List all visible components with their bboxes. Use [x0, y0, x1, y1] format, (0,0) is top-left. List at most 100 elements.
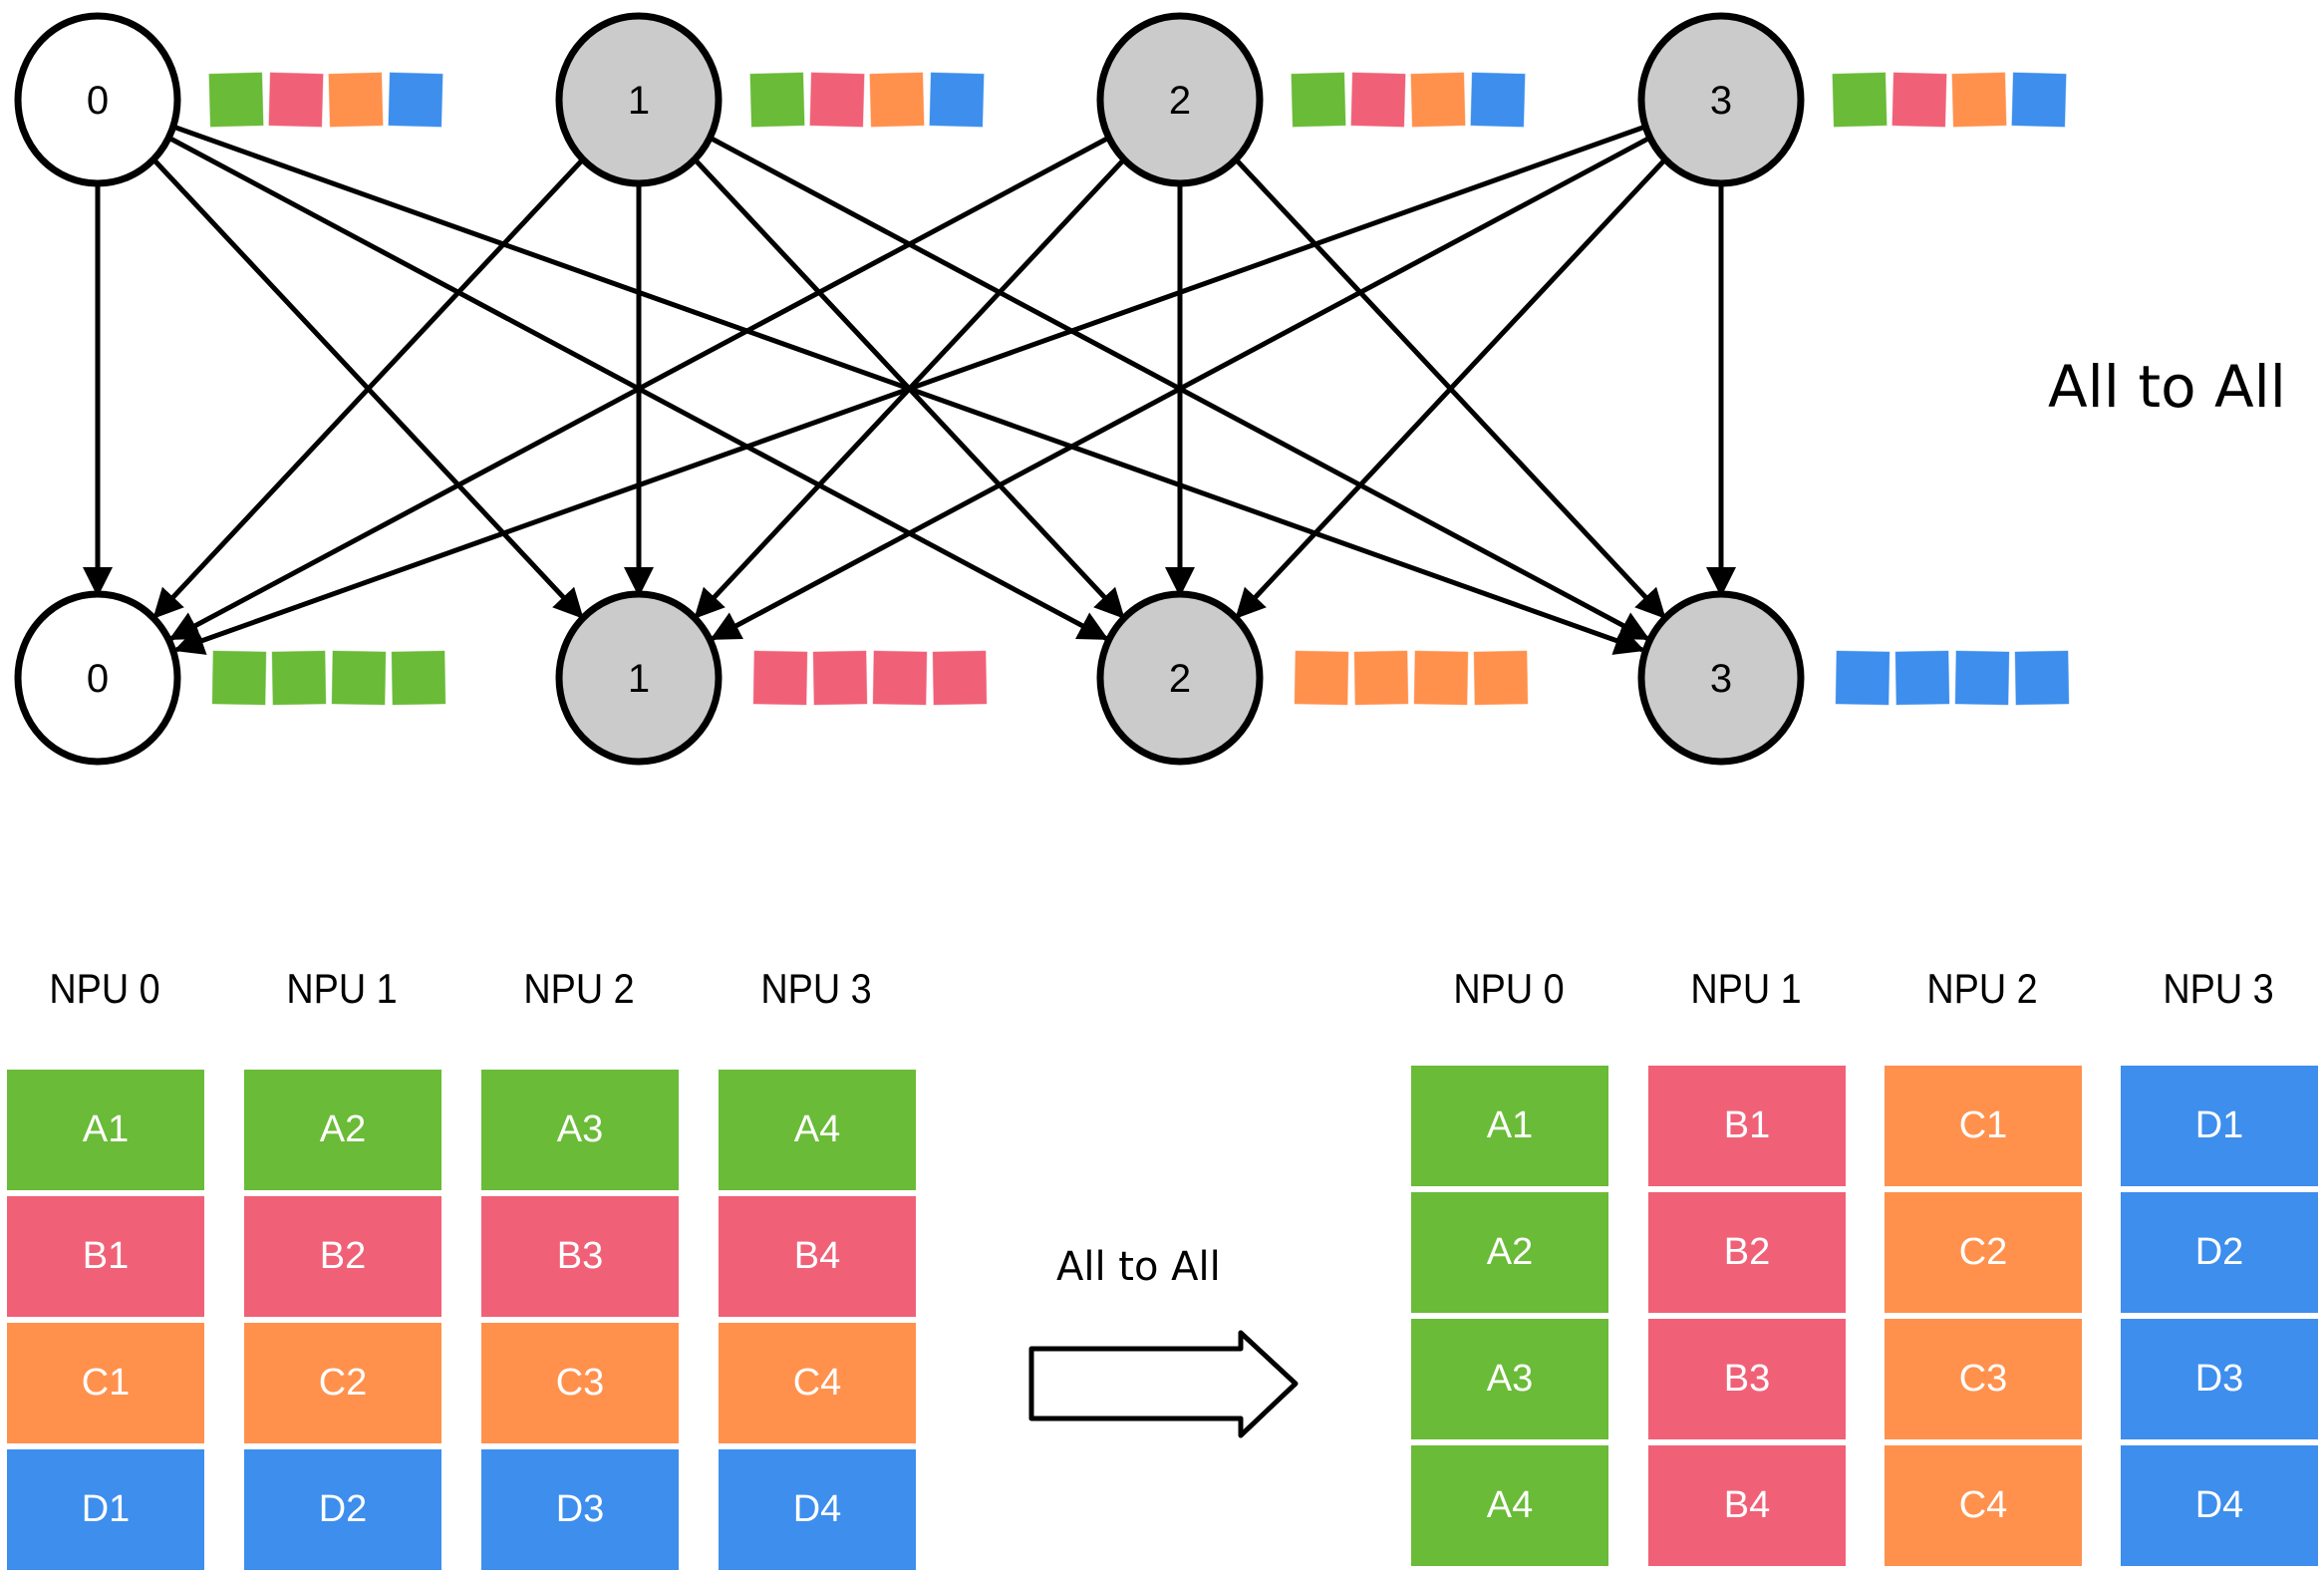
node-circle: [14, 590, 181, 766]
after-npu-label-0: NPU 0: [1453, 965, 1565, 1012]
data-block-A4: A4: [719, 1070, 916, 1190]
data-block-B2: B2: [244, 1196, 441, 1317]
chunk-B: [267, 71, 325, 129]
top-node-1: 1: [555, 12, 723, 187]
data-block-C4: C4: [1885, 1445, 2082, 1566]
node-label: 0: [87, 79, 109, 123]
chunk-D: [387, 71, 444, 129]
top-node-2: 2: [1096, 12, 1264, 187]
top-node-0: 0: [14, 12, 181, 187]
node-label: 2: [1169, 657, 1191, 701]
data-block-D2: D2: [2121, 1192, 2318, 1313]
data-block-B3: B3: [1648, 1319, 1846, 1439]
node-label: 1: [628, 79, 650, 123]
bottom-node-3-chunks: [1835, 650, 2070, 706]
data-block-C2: C2: [244, 1323, 441, 1443]
data-block-C1: C1: [7, 1323, 204, 1443]
bottom-node-3: 3: [1637, 590, 1805, 766]
data-block-A2: A2: [244, 1070, 441, 1190]
chunk-C: [1294, 650, 1349, 706]
chunk-C: [1473, 650, 1529, 706]
node-circle: [555, 12, 723, 187]
after-npu-label-2: NPU 2: [1926, 965, 2038, 1012]
chunk-B: [752, 650, 808, 706]
data-block-C1: C1: [1885, 1066, 2082, 1186]
data-block-C4: C4: [719, 1323, 916, 1443]
data-block-D3: D3: [2121, 1319, 2318, 1439]
node-label: 3: [1710, 79, 1732, 123]
chunk-A: [748, 71, 806, 129]
data-block-C3: C3: [481, 1323, 679, 1443]
chunk-A: [391, 650, 446, 706]
node-circle: [555, 590, 723, 766]
chunk-A: [1831, 71, 1888, 129]
chunk-C: [1413, 650, 1469, 706]
data-block-D4: D4: [2121, 1445, 2318, 1566]
chunk-A: [271, 650, 327, 706]
data-block-B1: B1: [7, 1196, 204, 1317]
top-node-2-chunks: [1290, 71, 1527, 129]
data-block-D1: D1: [2121, 1066, 2318, 1186]
chunk-D: [1469, 71, 1527, 129]
before-npu-label-2: NPU 2: [523, 965, 635, 1012]
chunk-C: [868, 71, 926, 129]
top-node-1-chunks: [748, 71, 986, 129]
after-npu-label-3: NPU 3: [2163, 965, 2274, 1012]
data-block-A1: A1: [1411, 1066, 1608, 1186]
before-npu-label-1: NPU 1: [286, 965, 398, 1012]
data-block-A2: A2: [1411, 1192, 1608, 1313]
data-block-B4: B4: [719, 1196, 916, 1317]
data-block-C2: C2: [1885, 1192, 2082, 1313]
data-block-D2: D2: [244, 1449, 441, 1570]
top-node-0-chunks: [207, 71, 444, 129]
chunk-B: [808, 71, 866, 129]
before-npu-label-0: NPU 0: [49, 965, 160, 1012]
top-node-3: 3: [1637, 12, 1805, 187]
top-node-3-chunks: [1831, 71, 2068, 129]
bottom-node-0-chunks: [211, 650, 446, 706]
bottom-node-2-chunks: [1294, 650, 1529, 706]
chunk-D: [928, 71, 986, 129]
edge-3-to-1: [710, 136, 1650, 641]
data-block-B4: B4: [1648, 1445, 1846, 1566]
data-block-D4: D4: [719, 1449, 916, 1570]
data-block-C3: C3: [1885, 1319, 2082, 1439]
bottom-node-2: 2: [1096, 590, 1264, 766]
node-circle: [1637, 590, 1805, 766]
chunk-groups: [207, 71, 2070, 706]
data-block-A4: A4: [1411, 1445, 1608, 1566]
chunk-A: [1290, 71, 1347, 129]
node-circle: [1096, 590, 1264, 766]
right-arrow-icon: [1028, 1330, 1299, 1438]
bottom-node-1-chunks: [752, 650, 988, 706]
chunk-D: [1954, 650, 2010, 706]
edge-3-to-2: [1235, 158, 1667, 619]
data-block-B3: B3: [481, 1196, 679, 1317]
node-circle: [14, 12, 181, 187]
chunk-A: [207, 71, 265, 129]
data-block-B2: B2: [1648, 1192, 1846, 1313]
node-label: 3: [1710, 657, 1732, 701]
chunk-D: [2014, 650, 2070, 706]
graph-label: All to All: [2048, 353, 2286, 421]
chunk-C: [1353, 650, 1409, 706]
chunk-C: [1950, 71, 2008, 129]
chunk-B: [1349, 71, 1407, 129]
data-block-D1: D1: [7, 1449, 204, 1570]
chunk-B: [812, 650, 868, 706]
edge-2-to-0: [168, 136, 1109, 641]
data-block-B1: B1: [1648, 1066, 1846, 1186]
node-label: 1: [628, 657, 650, 701]
chunk-D: [2010, 71, 2068, 129]
chunk-A: [331, 650, 387, 706]
data-block-A3: A3: [1411, 1319, 1608, 1439]
chunk-B: [1890, 71, 1948, 129]
chunk-C: [327, 71, 385, 129]
chunk-C: [1409, 71, 1467, 129]
after-npu-label-1: NPU 1: [1690, 965, 1802, 1012]
node-circle: [1096, 12, 1264, 187]
edges: [83, 125, 1736, 655]
chunk-B: [932, 650, 988, 706]
